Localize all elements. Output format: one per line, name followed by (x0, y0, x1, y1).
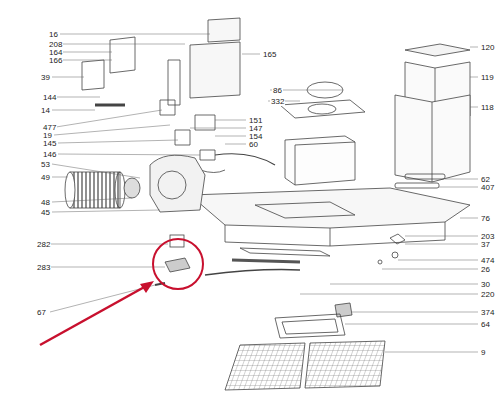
callout-number: 283 (36, 263, 51, 272)
callout-number: 332 (270, 97, 285, 106)
callout-number: 16 (48, 30, 59, 39)
callout-number: 146 (42, 150, 57, 159)
callout-number: 9 (480, 348, 486, 357)
callout-number: 37 (480, 240, 491, 249)
callout-number: 165 (262, 50, 277, 59)
callout-number: 60 (248, 140, 259, 149)
callout-number: 145 (42, 139, 57, 148)
callout-number: 119 (480, 73, 495, 82)
callout-number: 53 (40, 160, 51, 169)
callout-number: 45 (40, 208, 51, 217)
callout-number: 48 (40, 198, 51, 207)
callout-number: 118 (480, 103, 495, 112)
callout-number: 220 (480, 290, 495, 299)
callout-number: 166 (48, 56, 63, 65)
callout-number: 282 (36, 240, 51, 249)
callout-number: 407 (480, 183, 495, 192)
callout-number: 144 (42, 93, 57, 102)
callout-number: 26 (480, 265, 491, 274)
callout-number: 49 (40, 173, 51, 182)
callout-number: 374 (480, 308, 495, 317)
callout-number: 474 (480, 256, 495, 265)
callout-number: 76 (480, 214, 491, 223)
callout-number: 120 (480, 43, 495, 52)
callout-number: 39 (40, 73, 51, 82)
callout-number: 14 (40, 106, 51, 115)
callout-number: 67 (36, 308, 47, 317)
callout-number: 30 (480, 280, 491, 289)
callout-number: 64 (480, 320, 491, 329)
callout-number: 86 (272, 86, 283, 95)
